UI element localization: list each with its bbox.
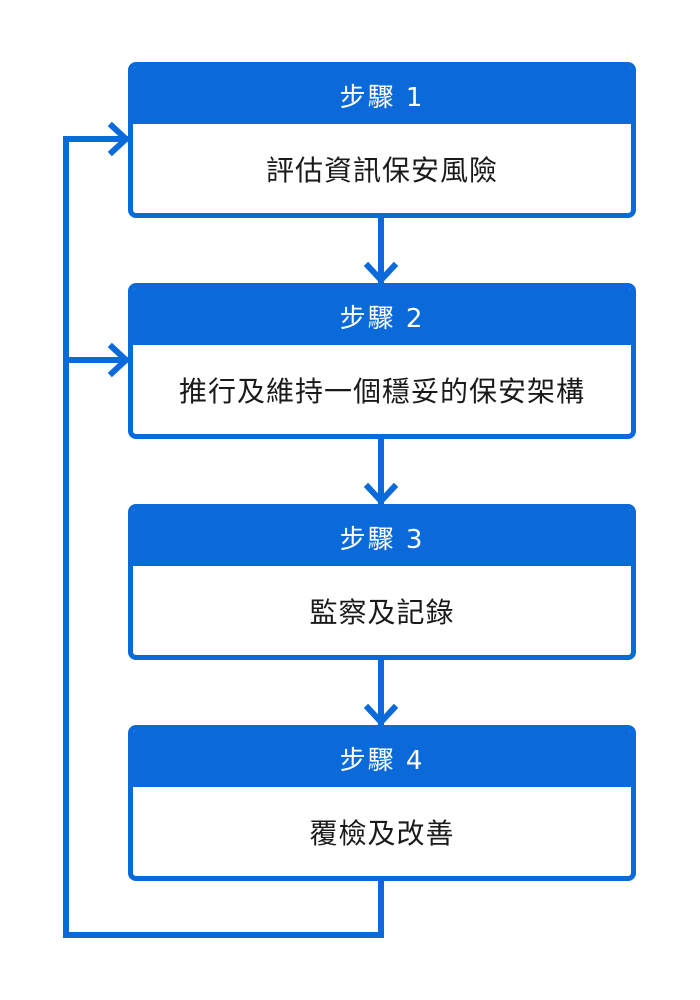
step-4-text: 覆檢及改善	[309, 816, 455, 850]
arrow-step1-to-step2	[363, 213, 399, 285]
step-1-text: 評估資訊保安風險	[265, 153, 498, 187]
step-1-label: 步驟 1	[133, 67, 631, 124]
step-2-text: 推行及維持一個穩妥的保安架構	[178, 374, 585, 408]
arrow-step2-to-step3	[363, 435, 399, 506]
feedback-arrowhead-step2	[107, 342, 131, 378]
feedback-arrowhead-step1	[107, 121, 131, 157]
step-3-box: 步驟 3 監察及記錄	[128, 504, 636, 660]
feedback-loop-line	[63, 136, 384, 938]
step-2-label: 步驟 2	[133, 288, 631, 345]
step-3-label: 步驟 3	[133, 509, 631, 566]
step-2-box: 步驟 2 推行及維持一個穩妥的保安架構	[128, 283, 636, 439]
step-4-label: 步驟 4	[133, 730, 631, 787]
arrow-step3-to-step4	[363, 656, 399, 727]
step-1-box: 步驟 1 評估資訊保安風險	[128, 62, 636, 218]
step-4-box: 步驟 4 覆檢及改善	[128, 725, 636, 881]
step-3-text: 監察及記錄	[309, 595, 455, 629]
